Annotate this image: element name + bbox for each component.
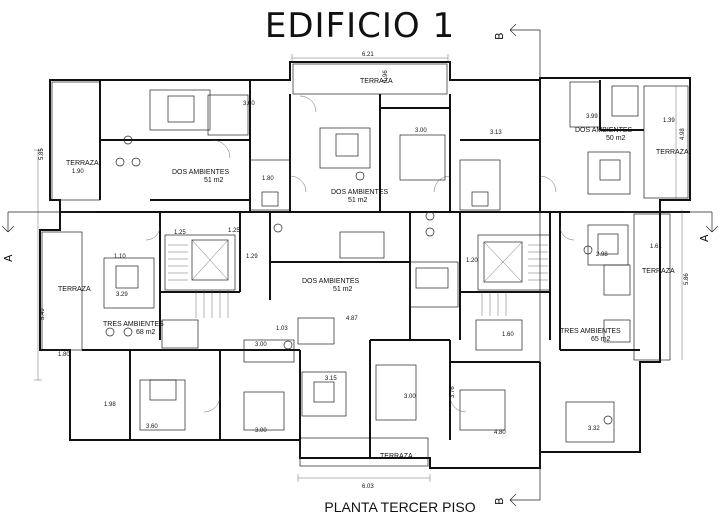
dim-4-80: 4.80 [494,430,506,436]
dim-3-29: 3.29 [116,292,128,298]
dim-3-60-b: 3.60 [146,424,158,430]
section-b-top-label: B [493,32,506,40]
room-area-dos-ambientes-1: 51 m2 [204,177,224,184]
room-label-dos-ambientes-2-area: 51 m2 [348,197,368,204]
plan-subtitle: PLANTA TERCER PISO [324,499,476,515]
room-label-terraza-right-mid: TERRAZA [642,268,675,275]
dim-6-03: 6.03 [362,484,374,490]
dim-3-32: 3.32 [588,426,600,432]
room-label-dos-ambientes-4: DOS AMBIENTES [575,127,633,134]
bathrooms [149,159,523,401]
room-label-terraza-left-top: TERRAZA [66,160,99,167]
dim-5-49: 5.49 [40,308,46,320]
plan-title: EDIFICIO 1 [264,6,456,46]
dim-1-60: 1.60 [502,332,514,338]
dim-3-13: 3.13 [490,130,502,136]
dim-1-98: 1.98 [104,402,116,408]
dim-5-86: 5.86 [684,273,690,285]
room-label-terraza-right-top: TERRAZA [656,149,689,156]
room-label-dos-ambientes-1: DOS AMBIENTES [172,169,230,176]
room-label-dos-ambientes-3: DOS AMBIENTES [302,278,360,285]
dim-6-21: 6.21 [362,52,374,58]
section-markers [1,23,719,507]
room-label-terraza-bottom: TERRAZA [380,453,413,460]
dim-1-29: 1.29 [246,254,258,260]
dim-3-76: 3.76 [450,386,456,398]
room-label-tres-ambientes-2: TRES AMBIENTES [560,328,621,335]
dim-3-00-c: 3.00 [404,394,416,400]
section-a-left-label: A [2,254,15,262]
dim-1-20: 1.20 [466,258,478,264]
dim-1-25-a: 1.25 [174,230,186,236]
dim-5-85: 5.85 [39,148,45,160]
dim-3-99: 3.99 [586,114,598,120]
stair-core-right [477,234,551,316]
dim-1-80-a: 1.80 [262,176,274,182]
dim-3-00-a: 3.00 [415,128,427,134]
room-area-tres-ambientes-1: 68 m2 [136,329,156,336]
dim-1-39: 1.39 [663,118,675,124]
dimension-lines [34,54,683,482]
section-a-right-label: A [698,234,711,242]
room-label-terraza-left-mid: TERRAZA [58,286,91,293]
door-swings [145,95,575,413]
section-b-bottom-label: B [493,497,506,505]
dim-3-15: 3.15 [325,376,337,382]
room-label-tres-ambientes-1: TRES AMBIENTES [103,321,164,328]
dim-1-10: 1.10 [114,254,126,260]
room-area-dos-ambientes-3: 51 m2 [333,286,353,293]
dim-2-98: 2.98 [596,252,608,258]
interior-walls [60,80,690,458]
stair-core-left [164,234,236,318]
room-label-dos-ambientes-2: DOS AMBIENTES [331,189,389,196]
dim-1-96: 1.96 [383,70,389,82]
furniture [103,81,639,443]
room-area-dos-ambientes-4: 50 m2 [606,135,626,142]
dim-1-90: 1.90 [72,169,84,175]
room-area-tres-ambientes-2: 65 m2 [591,336,611,343]
dim-3-60-a: 3.60 [243,101,255,107]
dim-4-98: 4.98 [680,128,686,140]
dim-1-61: 1.61 [650,244,662,250]
dim-3-00-d: 3.00 [255,428,267,434]
dim-1-25-b: 1.25 [228,228,240,234]
dim-1-03: 1.03 [276,326,288,332]
room-label-terraza-top: TERRAZA [360,78,393,85]
dim-1-80-b: 1.80 [58,352,70,358]
dim-4-87: 4.87 [346,316,358,322]
dim-3-00-b: 3.00 [255,342,267,348]
